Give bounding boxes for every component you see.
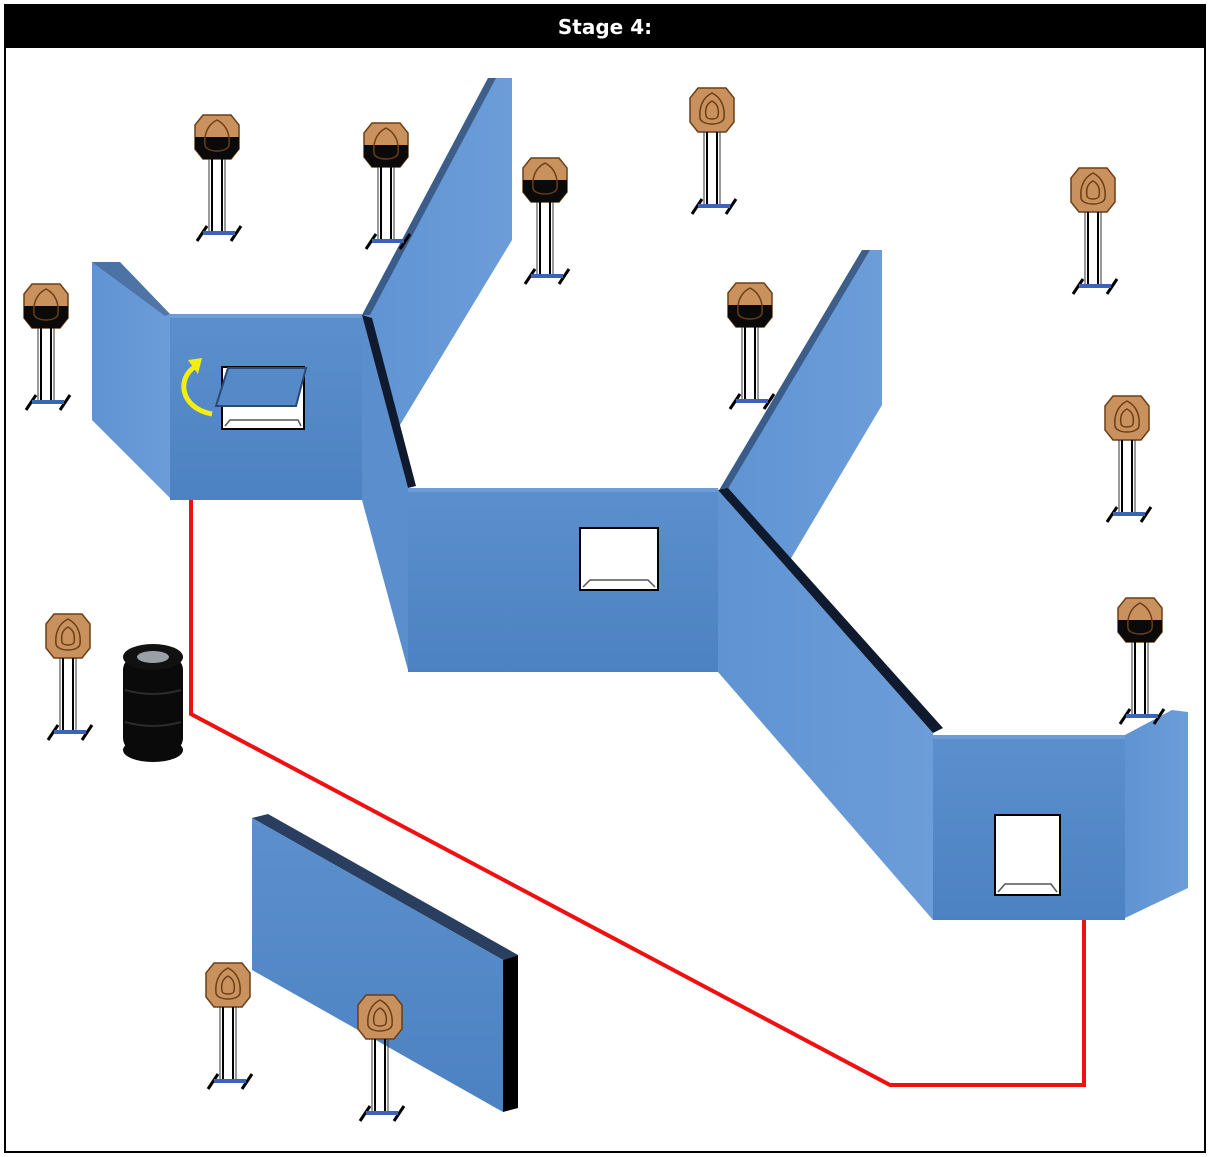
no-shoot-target-icon [22, 282, 72, 412]
shooting-port-icon [994, 814, 1061, 896]
paper-target-icon [688, 86, 738, 216]
shooting-port-icon [579, 527, 659, 591]
barrel-stack-icon [123, 644, 183, 762]
wall-middle-front [408, 488, 718, 672]
stage-title: Stage 4: [6, 6, 1204, 48]
no-shoot-target-icon [1116, 596, 1166, 726]
shooter-path-line [189, 500, 1086, 1087]
no-shoot-target-icon [362, 121, 412, 251]
shooting-port-icon [214, 366, 308, 430]
wall-upper-left-wing [362, 78, 512, 425]
paper-target-icon [44, 612, 94, 742]
rotate-arrow-icon [181, 358, 213, 417]
wall-middle-right-wing [718, 250, 882, 560]
paper-target-icon [204, 961, 254, 1091]
wall-upper-connector [362, 315, 416, 670]
wall-lower-diagonal [718, 488, 943, 920]
wall-lower-freestanding [252, 814, 518, 1112]
paper-target-icon [1103, 394, 1153, 524]
no-shoot-target-icon [726, 281, 776, 411]
paper-target-icon [1069, 166, 1119, 296]
wall-upper-left-side [92, 262, 172, 500]
wall-lower-right-side [1125, 710, 1188, 918]
no-shoot-target-icon [521, 156, 571, 286]
paper-target-icon [356, 993, 406, 1123]
no-shoot-target-icon [193, 113, 243, 243]
